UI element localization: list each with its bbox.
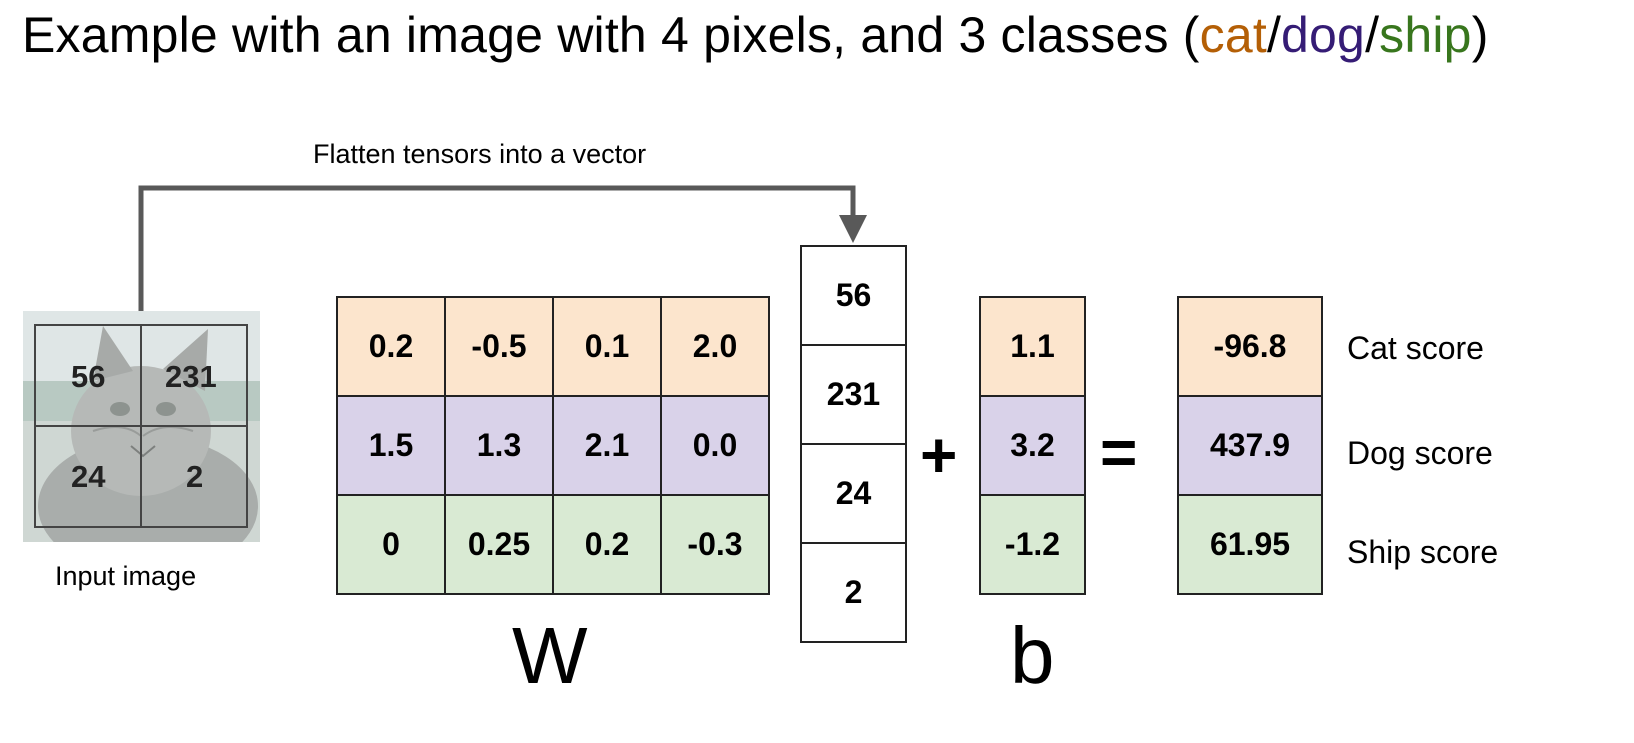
score-label-dog: Dog score xyxy=(1347,435,1493,471)
title-dog: dog xyxy=(1281,7,1366,63)
bias-cell: 1.1 xyxy=(979,296,1086,397)
score-label-ship: Ship score xyxy=(1347,534,1499,570)
pixel-value: 24 xyxy=(71,459,106,494)
title-ship: ship xyxy=(1379,7,1472,63)
pixel-value: 2 xyxy=(186,459,204,494)
bias-vector: 1.1 3.2 -1.2 xyxy=(979,296,1086,595)
score-cell: 437.9 xyxy=(1177,395,1323,496)
weight-cell: 0.25 xyxy=(444,494,554,595)
vector-cell: 24 xyxy=(800,443,907,544)
cat-image xyxy=(23,311,260,542)
weight-cell: 0.1 xyxy=(552,296,662,397)
weight-cell: 0.2 xyxy=(336,296,446,397)
pixel-value: 56 xyxy=(71,359,106,394)
score-cell: 61.95 xyxy=(1177,494,1323,595)
equals-sign: = xyxy=(1100,416,1138,488)
weight-row-ship: 0 0.25 0.2 -0.3 xyxy=(336,494,770,595)
weight-cell: 0.2 xyxy=(552,494,662,595)
weight-cell: -0.3 xyxy=(660,494,770,595)
title-sep-1: / xyxy=(1266,7,1282,63)
weight-row-cat: 0.2 -0.5 0.1 2.0 xyxy=(336,296,770,397)
score-cell: -96.8 xyxy=(1177,296,1323,397)
vector-cell: 2 xyxy=(800,542,907,643)
vector-cell: 56 xyxy=(800,245,907,346)
title-suffix: ) xyxy=(1471,7,1489,63)
weight-cell: 1.3 xyxy=(444,395,554,496)
title-cat: cat xyxy=(1199,7,1267,63)
weight-cell: 1.5 xyxy=(336,395,446,496)
title-sep-2: / xyxy=(1365,7,1380,63)
flatten-label: Flatten tensors into a vector xyxy=(313,139,647,169)
bias-cell: -1.2 xyxy=(979,494,1086,595)
pixel-value: 231 xyxy=(165,359,217,394)
input-image-caption: Input image xyxy=(55,561,197,591)
bias-cell: 3.2 xyxy=(979,395,1086,496)
input-image: 56 231 24 2 xyxy=(23,311,260,542)
score-label-cat: Cat score xyxy=(1347,330,1484,366)
vector-cell: 231 xyxy=(800,344,907,445)
bias-label: b xyxy=(1010,611,1055,700)
weight-matrix: 0.2 -0.5 0.1 2.0 1.5 1.3 2.1 0.0 0 0.25 … xyxy=(336,296,770,595)
weight-label: W xyxy=(512,611,588,700)
weight-cell: 2.1 xyxy=(552,395,662,496)
weight-row-dog: 1.5 1.3 2.1 0.0 xyxy=(336,395,770,496)
title-prefix: Example with an image with 4 pixels, and… xyxy=(22,7,1200,63)
page-title: Example with an image with 4 pixels, and… xyxy=(22,6,1489,64)
weight-cell: 0.0 xyxy=(660,395,770,496)
weight-cell: 2.0 xyxy=(660,296,770,397)
weight-cell: -0.5 xyxy=(444,296,554,397)
input-vector: 56 231 24 2 xyxy=(800,245,907,643)
plus-sign: + xyxy=(920,419,958,491)
score-vector: -96.8 437.9 61.95 xyxy=(1177,296,1323,595)
weight-cell: 0 xyxy=(336,494,446,595)
